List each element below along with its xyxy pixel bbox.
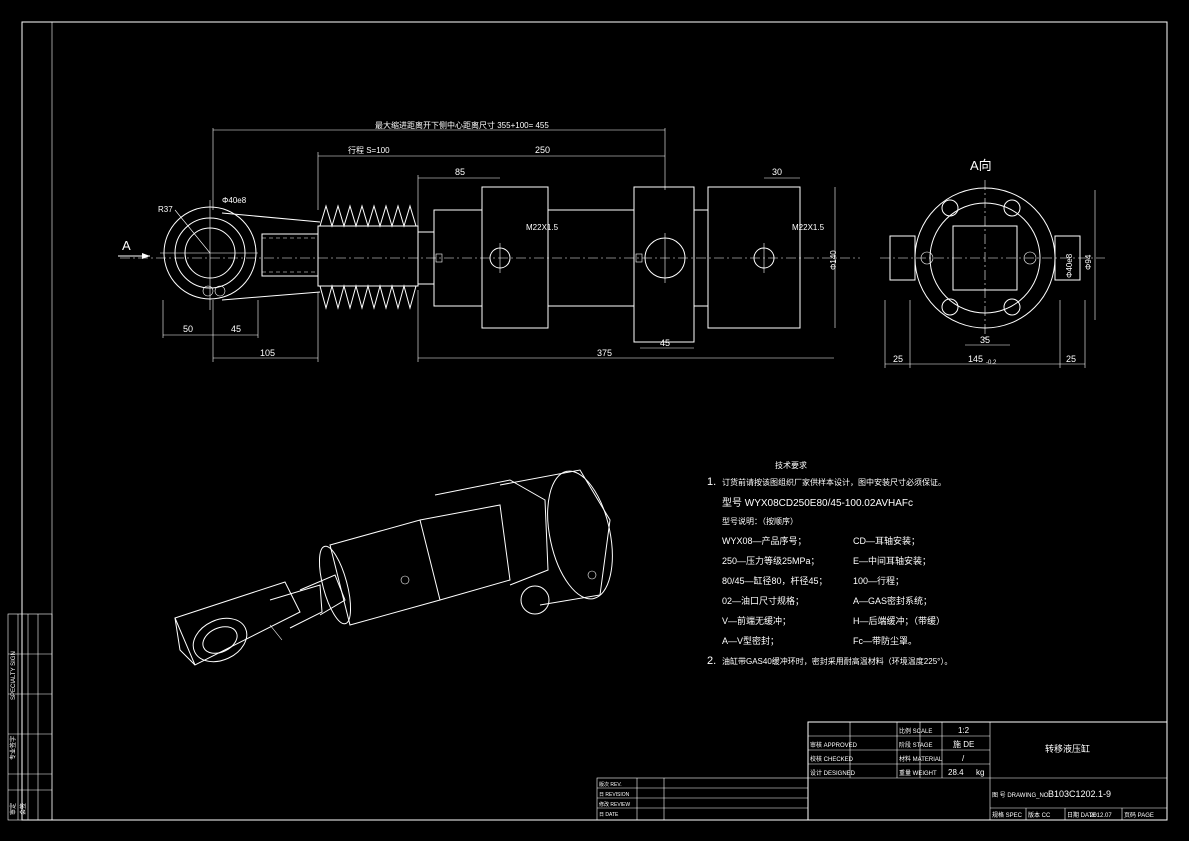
- scale-label: 比例 SCALE: [899, 727, 932, 735]
- spec-right-0: CD—耳轴安装；: [853, 535, 920, 546]
- view-a-title: A向: [970, 158, 992, 173]
- rev-row-0: 版次 REV.: [599, 781, 622, 788]
- outer-frame: [21, 21, 1168, 821]
- date-value: 2012.07: [1090, 813, 1112, 819]
- title-block: 比例 SCALE 1:2 阶段 STAGE 施 DE 材料 MATERIAL /…: [596, 721, 1168, 821]
- rev-row-3: 日 DATE: [599, 812, 619, 818]
- spec-left-2: 80/45—缸径80，杆径45；: [722, 575, 828, 586]
- dim-85: 85: [455, 167, 465, 177]
- left-stamp: 专业签字 SPECIALTY SIGN 审定 会签: [7, 613, 53, 821]
- dim-375: 375: [597, 348, 612, 358]
- dim-105: 105: [260, 348, 275, 358]
- weight-value: 28.4: [948, 768, 964, 777]
- dim-45a: 45: [231, 324, 241, 334]
- dim-phi94: Φ94: [1084, 254, 1093, 270]
- dim-port1: M22X1.5: [526, 223, 559, 232]
- spec-left-0: WYX08—产品序号；: [722, 535, 807, 546]
- date-label: 日期 DATE: [1067, 811, 1096, 819]
- dim-145: 145: [968, 354, 983, 364]
- dim-45b: 45: [660, 338, 670, 348]
- spec-left-1: 250—压力等级25MPa；: [722, 555, 820, 566]
- view-a: A向 Φ40e8 Φ94 25 145 -0.2 25 35: [880, 158, 1105, 368]
- stage-label: 阶段 STAGE: [899, 741, 933, 749]
- spec-label: 规格 SPEC: [992, 811, 1023, 819]
- spec-left-4: V—前端无缓冲；: [722, 615, 791, 626]
- material-value: /: [962, 754, 965, 763]
- dim-50: 50: [183, 324, 193, 334]
- notes-item1: 订货前请按该图组织厂家供样本设计，图中安装尺寸必须保证。: [722, 477, 946, 487]
- dim-r37: R37: [158, 205, 173, 214]
- dim-145-tol: -0.2: [986, 360, 997, 366]
- inner-frame: [51, 21, 1168, 821]
- dim-250: 250: [535, 145, 550, 155]
- notes-item2: 油缸带GAS40缓冲环时，密封采用耐高温材料（环境温度225°）。: [722, 656, 952, 666]
- dim-35: 35: [980, 335, 990, 345]
- spec-right-3: A—GAS密封系统；: [853, 595, 932, 606]
- spec-right-5: Fc—带防尘罩。: [853, 635, 917, 646]
- notes-item2-num: 2.: [707, 655, 716, 667]
- dim-phi140: Φ140: [829, 250, 838, 270]
- dim-25a: 25: [893, 354, 903, 364]
- dim-25b: 25: [1066, 354, 1076, 364]
- rev-row-1: 日 REVISION: [599, 792, 630, 798]
- drawing-no-label: 图 号 DRAWING_NO.: [992, 792, 1050, 799]
- notes-title: 技术要求: [775, 460, 807, 470]
- notes-model: 型号 WYX08CD250E80/45-100.02AVHAFc: [722, 496, 913, 509]
- front-view: A: [118, 186, 860, 343]
- rev-row-2: 修改 REVIEW: [599, 801, 630, 808]
- stamp-col4: 会签: [19, 803, 27, 815]
- front-dimensions: 最大缩进距离开下侧中心距离尺寸 355+100= 455 行程 S=100 25…: [158, 120, 838, 362]
- approved-label: 审核 APPROVED: [810, 741, 858, 749]
- checked-label: 校核 CHECKED: [810, 755, 854, 763]
- weight-unit: kg: [976, 768, 984, 777]
- technical-notes: 技术要求 1. 订货前请按该图组织厂家供样本设计，图中安装尺寸必须保证。 型号 …: [707, 460, 952, 667]
- weight-label: 重量 WEIGHT: [899, 769, 937, 777]
- spec-value: 版本 CC: [1028, 811, 1051, 819]
- designed-label: 设计 DESIGNED: [810, 769, 856, 777]
- dim-pin: Φ40e8: [222, 196, 247, 205]
- dim-port2: M22X1.5: [792, 223, 825, 232]
- dim-overall: 最大缩进距离开下侧中心距离尺寸 355+100= 455: [375, 120, 549, 130]
- spec-left-5: A—V型密封；: [722, 635, 779, 646]
- stamp-col3: 审定: [9, 803, 17, 815]
- dim-phi40e8: Φ40e8: [1065, 253, 1074, 278]
- material-label: 材料 MATERIAL: [899, 755, 943, 763]
- stamp-col2: SPECIALTY SIGN: [11, 651, 17, 700]
- spec-left-3: 02—油口尺寸规格；: [722, 595, 804, 606]
- stamp-col1: 专业签字: [9, 736, 17, 760]
- stage-value: 施 DE: [953, 739, 974, 749]
- notes-item1-num: 1.: [707, 476, 716, 488]
- drawing-no: B103C1202.1-9: [1048, 789, 1111, 799]
- isometric-view: [174, 469, 613, 666]
- scale-value: 1:2: [958, 726, 970, 735]
- spec-right-1: E—中间耳轴安装；: [853, 555, 931, 566]
- page-label: 页码 PAGE: [1124, 811, 1154, 819]
- dim-stroke: 行程 S=100: [348, 145, 390, 155]
- view-arrow-a: A: [122, 238, 131, 253]
- dim-30: 30: [772, 167, 782, 177]
- part-name: 转移液压缸: [1045, 743, 1090, 754]
- spec-right-4: H—后端缓冲；（带缓）: [853, 615, 945, 626]
- notes-model-desc: 型号说明：（按顺序）: [722, 516, 798, 526]
- spec-right-2: 100—行程；: [853, 575, 904, 586]
